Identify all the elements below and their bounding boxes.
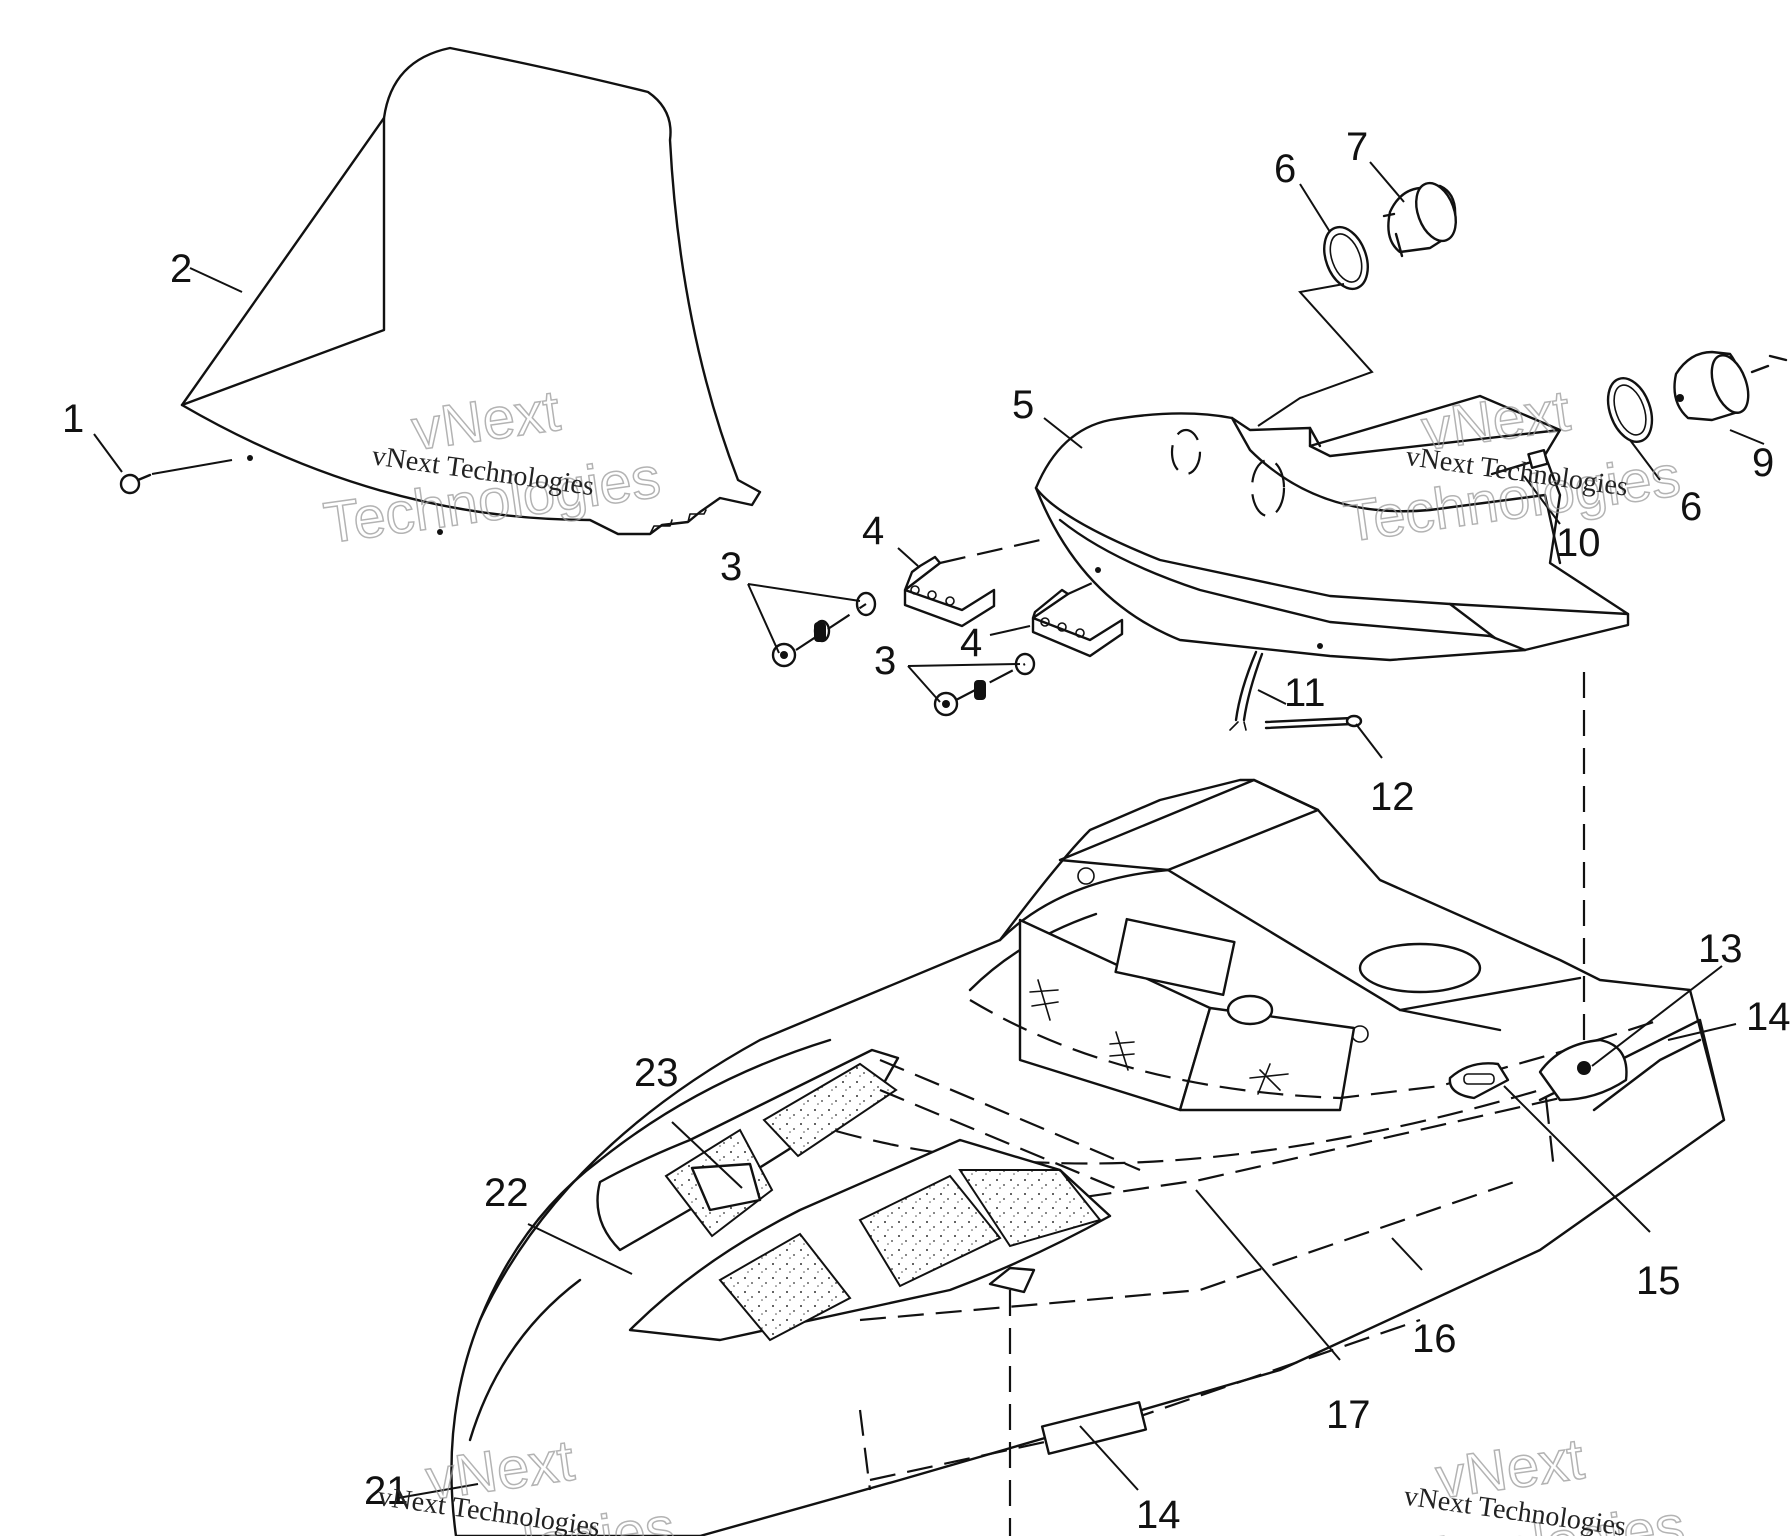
callout-3-lower: 3 — [874, 639, 896, 683]
callout-16: 16 — [1412, 1317, 1457, 1361]
gauge-bezel-lower — [1606, 377, 1654, 443]
gauge-upper — [1382, 181, 1457, 258]
pin-part-12 — [1264, 714, 1363, 730]
callout-13: 13 — [1698, 927, 1743, 971]
washer-nut-set-upper — [771, 591, 877, 668]
callout-4-upper: 4 — [862, 509, 884, 553]
callout-23: 23 — [634, 1051, 679, 1095]
callout-21: 21 — [364, 1469, 409, 1513]
callout-12: 12 — [1370, 775, 1415, 819]
callout-15: 15 — [1636, 1259, 1681, 1303]
callout-7: 7 — [1346, 125, 1368, 169]
wire-harness — [1229, 650, 1264, 731]
callout-2: 2 — [170, 247, 192, 291]
hood — [450, 778, 1726, 1536]
callout-4-lower: 4 — [960, 621, 982, 665]
instrument-console — [1034, 394, 1630, 662]
leader-lines — [93, 161, 1765, 1499]
callout-6-upper: 6 — [1274, 147, 1296, 191]
screw-part-1 — [119, 459, 233, 495]
mount-bracket-lower — [1031, 588, 1124, 658]
callout-14-bottom: 14 — [1136, 1493, 1181, 1536]
callout-numbers: 2 1 3 3 4 4 5 6 6 7 9 10 11 12 13 14 14 … — [62, 125, 1791, 1536]
washer-nut-set-lower — [933, 652, 1036, 717]
callout-5: 5 — [1012, 383, 1034, 427]
callout-10: 10 — [1556, 521, 1601, 565]
callout-22: 22 — [484, 1171, 529, 1215]
windshield — [180, 46, 762, 536]
callout-1: 1 — [62, 397, 84, 441]
mount-bracket-upper — [903, 555, 996, 628]
callout-3-upper: 3 — [720, 545, 742, 589]
callout-6-lower: 6 — [1680, 485, 1702, 529]
gauge-lower — [1673, 350, 1788, 422]
callout-9: 9 — [1752, 441, 1774, 485]
callout-14-right: 14 — [1746, 995, 1791, 1039]
callout-11: 11 — [1284, 671, 1326, 715]
callout-17: 17 — [1326, 1393, 1371, 1437]
gauge-bezel-upper — [1323, 225, 1369, 291]
screw-part-10 — [1490, 448, 1549, 476]
